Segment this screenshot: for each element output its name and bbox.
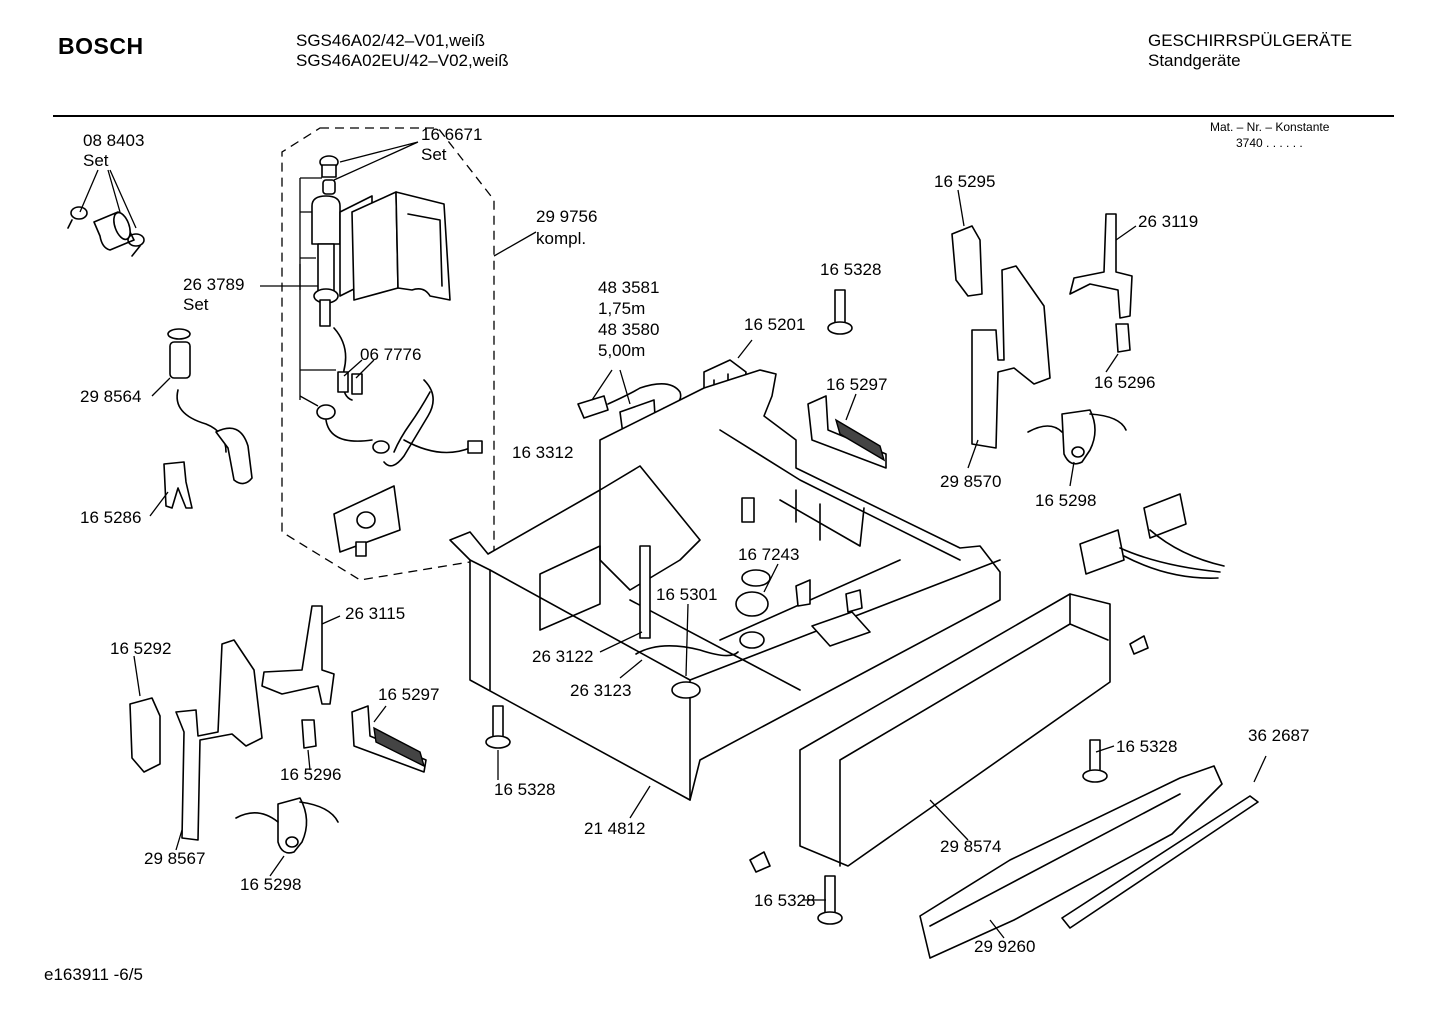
part-298567-hinge-plate-left[interactable] — [175, 639, 263, 841]
drawing-id: e163911 -6/5 — [44, 965, 143, 984]
part-299756-valve-housing[interactable] — [351, 191, 451, 301]
label-165328-right: 16 5328 — [1116, 737, 1177, 756]
label-165297-left: 16 5297 — [378, 685, 439, 704]
label-263119: 26 3119 — [1138, 212, 1198, 231]
label-067776: 06 7776 — [360, 345, 421, 364]
part-263115-hinge-bracket-left[interactable] — [261, 605, 335, 705]
label-163312: 16 3312 — [512, 443, 573, 462]
part-165295-hinge-cover[interactable] — [951, 225, 983, 297]
material-note-title: Mat. – Nr. – Konstante — [1210, 120, 1330, 134]
part-labels: 08 8403 Set 16 6671 Set 29 9756 kompl. 2… — [80, 125, 1309, 956]
label-483581-length: 1,75m — [598, 299, 645, 318]
label-298564: 29 8564 — [80, 387, 141, 406]
part-165298-weight-left[interactable] — [235, 797, 339, 854]
label-362687: 36 2687 — [1248, 726, 1309, 745]
label-263115: 26 3115 — [345, 604, 405, 623]
label-298574: 29 8574 — [940, 837, 1001, 856]
part-wiring-harness[interactable] — [1079, 493, 1225, 579]
label-298567: 29 8567 — [144, 849, 205, 868]
brand-logo: BOSCH — [58, 33, 144, 59]
part-067776-sensor[interactable] — [316, 327, 483, 467]
label-165298-left: 16 5298 — [240, 875, 301, 894]
leader-lines — [79, 141, 1267, 939]
label-166671-note: Set — [421, 145, 447, 164]
label-165292: 16 5292 — [110, 639, 171, 658]
label-165328-bottom: 16 5328 — [754, 891, 815, 910]
part-165286-clip[interactable] — [163, 461, 193, 509]
product-category: GESCHIRRSPÜLGERÄTE Standgeräte — [1148, 31, 1352, 71]
label-167243: 16 7243 — [738, 545, 799, 564]
header-divider — [53, 115, 1394, 117]
part-298564-spring-hose[interactable] — [167, 328, 253, 485]
label-088403-note: Set — [83, 151, 109, 170]
part-362687-trim-strip[interactable] — [1061, 795, 1259, 929]
label-165298-right: 16 5298 — [1035, 491, 1096, 510]
part-165292-hinge-cover[interactable] — [129, 697, 161, 773]
label-165297-right: 16 5297 — [826, 375, 887, 394]
label-299260: 29 9260 — [974, 937, 1035, 956]
category-line-1: GESCHIRRSPÜLGERÄTE — [1148, 31, 1353, 50]
label-483581: 48 3581 — [598, 278, 659, 297]
label-298570: 29 8570 — [940, 472, 1001, 491]
part-165328-screw-right[interactable] — [1082, 739, 1108, 783]
part-165297-door-spring-left[interactable] — [351, 705, 427, 773]
label-263789-note: Set — [183, 295, 209, 314]
label-165295: 16 5295 — [934, 172, 995, 191]
label-088403: 08 8403 — [83, 131, 144, 150]
label-263789: 26 3789 — [183, 275, 244, 294]
model-numbers: SGS46A02/42–V01,weiß SGS46A02EU/42–V02,w… — [296, 31, 509, 71]
label-165296-right: 16 5296 — [1094, 373, 1155, 392]
part-165296-clip-right[interactable] — [1115, 323, 1131, 353]
assembly-299756-outline — [281, 127, 495, 581]
part-165298-weight-right[interactable] — [1027, 409, 1127, 465]
part-166671-valve-set[interactable] — [319, 155, 339, 195]
part-298570-hinge-plate-right[interactable] — [971, 265, 1051, 449]
label-299756-note: kompl. — [536, 229, 586, 248]
part-165297-door-spring-right[interactable] — [807, 395, 887, 469]
part-screw-right[interactable] — [1129, 635, 1149, 655]
part-165296-clip-left[interactable] — [301, 719, 317, 749]
label-165301: 16 5301 — [656, 585, 717, 604]
label-165201: 16 5201 — [744, 315, 805, 334]
category-line-2: Standgeräte — [1148, 51, 1241, 70]
part-088403-hose-set[interactable] — [67, 206, 145, 257]
material-note-value: 3740 . . . . . . — [1236, 136, 1303, 150]
label-165296-left: 16 5296 — [280, 765, 341, 784]
model-line-1: SGS46A02/42–V01,weiß — [296, 31, 486, 50]
label-263123: 26 3123 — [570, 681, 631, 700]
part-165328-screw-bottom[interactable] — [817, 875, 843, 925]
label-263122: 26 3122 — [532, 647, 593, 666]
part-165328-screw-top[interactable] — [827, 289, 853, 335]
label-165328-top: 16 5328 — [820, 260, 881, 279]
part-299260-plinth[interactable] — [919, 765, 1223, 959]
part-298574-kickplate[interactable] — [799, 593, 1111, 867]
part-214812-base-frame[interactable] — [449, 369, 1001, 801]
label-214812: 21 4812 — [584, 819, 645, 838]
part-299756-bracket-plate[interactable] — [333, 485, 401, 557]
model-line-2: SGS46A02EU/42–V02,weiß — [296, 51, 509, 70]
part-165328-small-screw[interactable] — [749, 851, 771, 873]
label-483580-length: 5,00m — [598, 341, 645, 360]
label-165286: 16 5286 — [80, 508, 141, 527]
part-165328-screw-left[interactable] — [485, 705, 511, 749]
label-165328-left: 16 5328 — [494, 780, 555, 799]
part-263119-hinge-bracket-right[interactable] — [1069, 213, 1133, 319]
label-483580: 48 3580 — [598, 320, 659, 339]
label-166671: 16 6671 — [421, 125, 482, 144]
label-299756: 29 9756 — [536, 207, 597, 226]
